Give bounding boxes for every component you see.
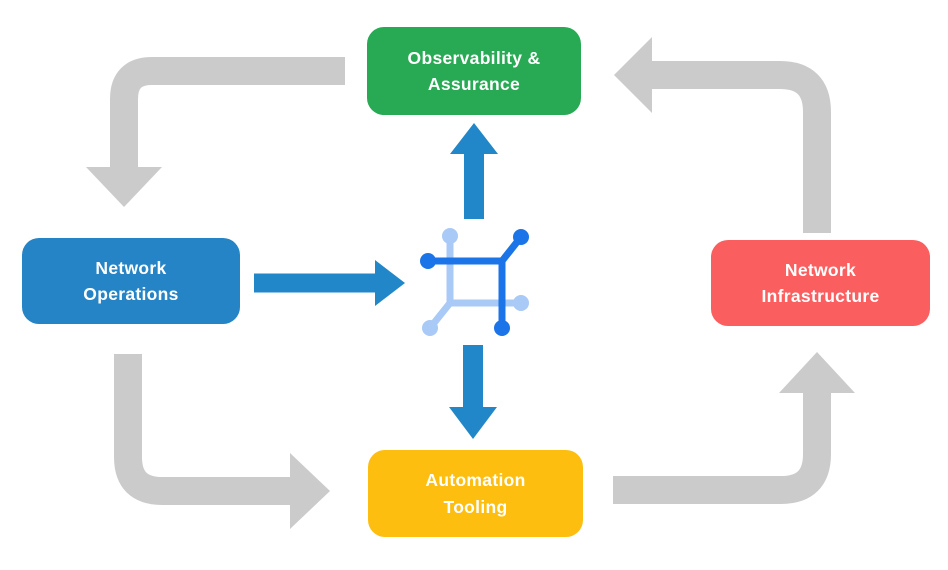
node-dot: [494, 320, 510, 336]
node-dot: [442, 228, 458, 244]
arrow-infrastructure-to-observability: [614, 37, 831, 233]
network-fabric-dark-layer: [420, 229, 529, 336]
node-dot: [422, 320, 438, 336]
arrow-head-up-icon: [779, 352, 855, 393]
arrow-shaft: [110, 57, 345, 170]
node-network-operations: Network Operations: [22, 238, 240, 324]
node-label: Observability & Assurance: [407, 47, 541, 94]
arrow-shaft: [613, 391, 831, 504]
node-dot: [420, 253, 436, 269]
arrow-tooling-to-infrastructure: [613, 352, 855, 504]
node-network-infrastructure: Network Infrastructure: [711, 240, 930, 326]
node-label: Network Infrastructure: [761, 259, 880, 306]
arrow-operations-to-tooling: [114, 354, 330, 529]
node-observability-assurance: Observability & Assurance: [367, 27, 581, 115]
node-label: Automation Tooling: [425, 470, 526, 517]
arrow-head-right-icon: [290, 453, 330, 529]
node-dot: [513, 229, 529, 245]
arrow-observability-to-operations: [86, 57, 345, 207]
arrow-operations-to-center: [254, 260, 405, 306]
arrow-shaft: [114, 354, 292, 505]
node-dot: [513, 295, 529, 311]
arrow-head-down-icon: [86, 167, 162, 207]
arrow-shaft: [652, 61, 831, 233]
arrow-head-down-icon: [449, 407, 497, 439]
network-fabric-light-layer: [422, 228, 529, 336]
arrow-center-to-observability: [450, 123, 498, 219]
arrow-head-left-icon: [614, 37, 652, 113]
arrow-center-to-tooling: [449, 345, 497, 439]
arrow-head-right-icon: [375, 260, 405, 306]
node-automation-tooling: Automation Tooling: [368, 450, 583, 537]
arrow-head-up-icon: [450, 123, 498, 154]
network-fabric-icon: [420, 228, 529, 336]
node-label: Network Operations: [83, 257, 179, 304]
